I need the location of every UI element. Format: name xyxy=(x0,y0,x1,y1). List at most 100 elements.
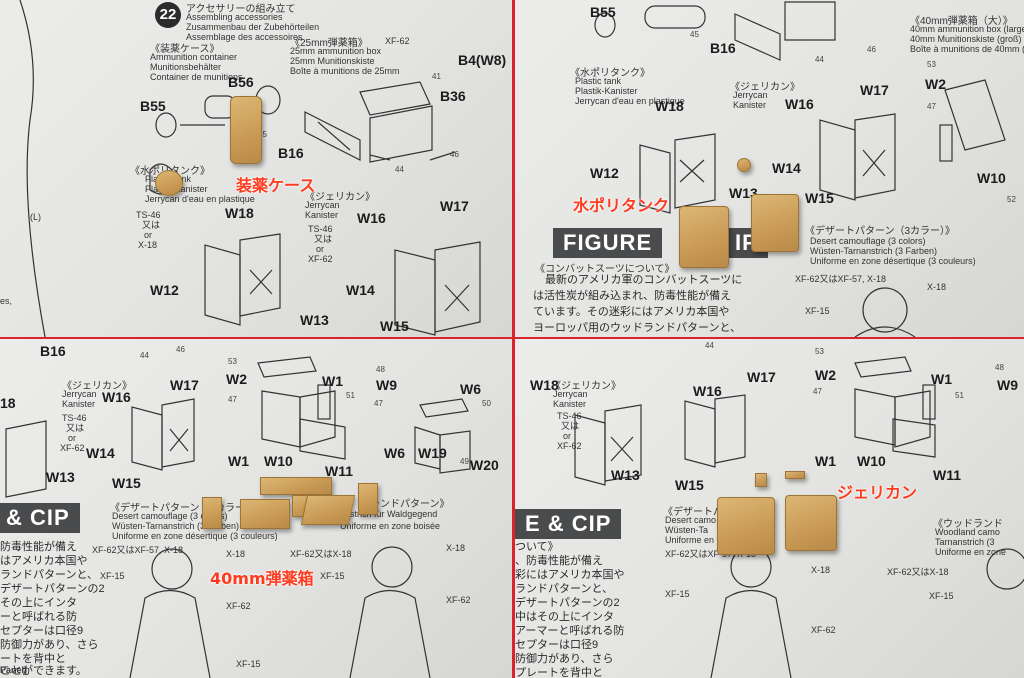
callout-44: 44 xyxy=(815,55,824,64)
part-label-w6b: W6 xyxy=(384,445,405,461)
callout-45: 45 xyxy=(258,130,267,139)
left-text-2: はアメリカ本国や xyxy=(0,555,88,567)
overlay-label-water-tank: 水ポリタンク xyxy=(573,196,670,215)
part-label-w12: W12 xyxy=(150,282,179,298)
part-label-b36: B36 xyxy=(440,88,466,104)
part-label-w11: W11 xyxy=(933,467,962,483)
jerrycan-paint-4: XF-62 xyxy=(557,441,582,451)
part-label-b56: B56 xyxy=(228,74,254,90)
part-label-w19: W19 xyxy=(418,445,447,461)
step-title-en: Assembling accessories xyxy=(186,12,283,22)
part-label-w16: W16 xyxy=(102,389,131,405)
part-label-w15: W15 xyxy=(380,318,409,334)
desert-title-fr: Uniforme en xyxy=(665,535,715,545)
paint-left-4: XF-62 xyxy=(811,625,836,635)
part-label-w17: W17 xyxy=(170,377,199,393)
left-text-10: ことができます。 xyxy=(0,665,87,677)
desert-title-fr: Uniforme en zone désertique (3 couleurs) xyxy=(112,531,278,541)
paint-right-3: XF-15 xyxy=(320,571,345,581)
part-label-w2: W2 xyxy=(815,367,836,383)
left-text-5: その上にインタ xyxy=(0,597,77,609)
callout-47: 47 xyxy=(927,102,936,111)
woodland-title-en: Woodland camo xyxy=(935,527,1000,537)
panel3-line-drawings xyxy=(5,356,471,678)
part-label-w16: W16 xyxy=(693,383,722,399)
desert-title-jp: 《デザートパターン（3カラー）》 xyxy=(110,503,261,514)
step-number-badge: 22 xyxy=(155,2,181,28)
part-label-w14: W14 xyxy=(346,282,375,298)
paint-right-4: XF-62 xyxy=(446,595,471,605)
resin-jerrycan-1 xyxy=(717,497,775,555)
desert-title-fr: Uniforme en zone désertique (3 couleurs) xyxy=(810,256,976,266)
callout-49: 49 xyxy=(460,457,469,466)
desert-title-en: Desert camo xyxy=(665,515,717,525)
callout-50: 50 xyxy=(482,399,491,408)
part-label-w11: W11 xyxy=(325,463,354,479)
callout-51: 51 xyxy=(955,391,964,400)
part-label-w1b: W1 xyxy=(815,453,836,469)
tank-title-en: Plastic tank xyxy=(575,76,622,86)
tank-paint-1: TS-46 xyxy=(136,210,161,220)
resin-box-small-1 xyxy=(202,497,222,529)
part-label-18: 18 xyxy=(0,395,16,411)
ammo-case-title-de: Munitionsbehälter xyxy=(150,62,222,72)
left-text-8: セプターは口径9 xyxy=(515,639,599,651)
jerrycan-title-en: Jerrycan xyxy=(305,200,340,210)
desert-title-de: Wüsten-Tarnanstrich (3 Farben) xyxy=(810,246,938,256)
left-text-3: 彩にはアメリカ本国や xyxy=(515,569,625,581)
desert-title-jp: 《デザートパターン（3カラー）》 xyxy=(805,226,956,237)
callout-46: 46 xyxy=(867,45,876,54)
left-text-5: デザートパターンの2 xyxy=(515,597,620,609)
woodland-title-jp: ランドパターン》 xyxy=(370,499,450,510)
combat-suit-line-2: は活性炭が組み込まれ、防毒性能が備え xyxy=(533,290,732,302)
horizontal-divider xyxy=(0,337,1024,339)
resin-jerrycan-2 xyxy=(785,495,837,551)
step-title-de: Zusammenbau der Zubehörteilen xyxy=(186,22,320,32)
part-label-b16: B16 xyxy=(710,40,736,56)
box25-title-en: 25mm ammunition box xyxy=(290,46,382,56)
panel2-line-drawings xyxy=(594,1,1006,337)
callout-47b: 47 xyxy=(374,399,383,408)
ammo-case-title-en: Ammunition container xyxy=(150,52,238,62)
part-label-w1: W1 xyxy=(931,371,952,387)
left-text-9: 防御力があり、さら xyxy=(515,653,614,665)
step-title-fr: Assemblage des accessoires xyxy=(186,32,303,42)
paint-right-2: X-18 xyxy=(446,543,466,553)
part-label-w6: W6 xyxy=(460,381,481,397)
paint-callout-1: XF-62又はXF-57, X-18 xyxy=(795,274,887,284)
step-title-jp: アクセサリーの組み立て xyxy=(186,4,296,15)
callout-44: 44 xyxy=(140,351,149,360)
paint-left-1: XF-62又はXF-57, X-18 xyxy=(665,549,757,559)
callout-48: 48 xyxy=(376,365,385,374)
resin-ammo-case xyxy=(230,96,262,164)
callout-52: 52 xyxy=(1007,195,1016,204)
panel1-line-drawings xyxy=(19,0,481,337)
combat-suit-title: 《コンバットスーツについて》 xyxy=(535,264,675,275)
part-label-w12: W12 xyxy=(590,165,619,181)
resin-box-body-2 xyxy=(300,495,356,525)
part-label-b16: B16 xyxy=(40,343,66,359)
part-label-b55: B55 xyxy=(140,98,166,114)
ammo-case-title-fr: Container de munitions xyxy=(150,72,243,82)
combat-suit-line-3: ています。その迷彩にはアメリカ本国や xyxy=(533,306,730,318)
tank-title-fr: Jerrycan d'eau en plastique xyxy=(575,96,685,106)
paint-left-1: XF-62又はXF-57, X-18 xyxy=(92,545,184,555)
left-text-10: プレートを背中と xyxy=(515,667,603,678)
jerrycan-title-en: Jerrycan xyxy=(553,389,588,399)
left-text-6: ーと呼ばれる防 xyxy=(0,611,77,623)
jerrycan-paint-4: XF-62 xyxy=(60,443,85,453)
resin-ammo-case-cap xyxy=(155,170,183,196)
tank-paint-2: 又は xyxy=(142,220,161,230)
panel-40mm-box: B16 44 46 53 W2 W1 W9 W6 47 51 48 49 50 … xyxy=(0,339,512,678)
jerrycan-paint-1: TS-46 xyxy=(308,224,333,234)
jerrycan-paint-3: or xyxy=(316,244,325,254)
overlay-label-ammo-case: 装薬ケース xyxy=(236,176,316,195)
callout-46: 46 xyxy=(450,150,459,159)
jerrycan-paint-3: or xyxy=(68,433,77,443)
jerrycan-paint-4: XF-62 xyxy=(308,254,333,264)
part-label-w18: W18 xyxy=(225,205,254,221)
paint-right-1: XF-62又はX-18 xyxy=(290,549,352,559)
paint-left-2: X-18 xyxy=(226,549,246,559)
jerrycan-title-de: Kanister xyxy=(62,399,96,409)
box25-title-fr: Boîte à munitions de 25mm xyxy=(290,66,400,76)
